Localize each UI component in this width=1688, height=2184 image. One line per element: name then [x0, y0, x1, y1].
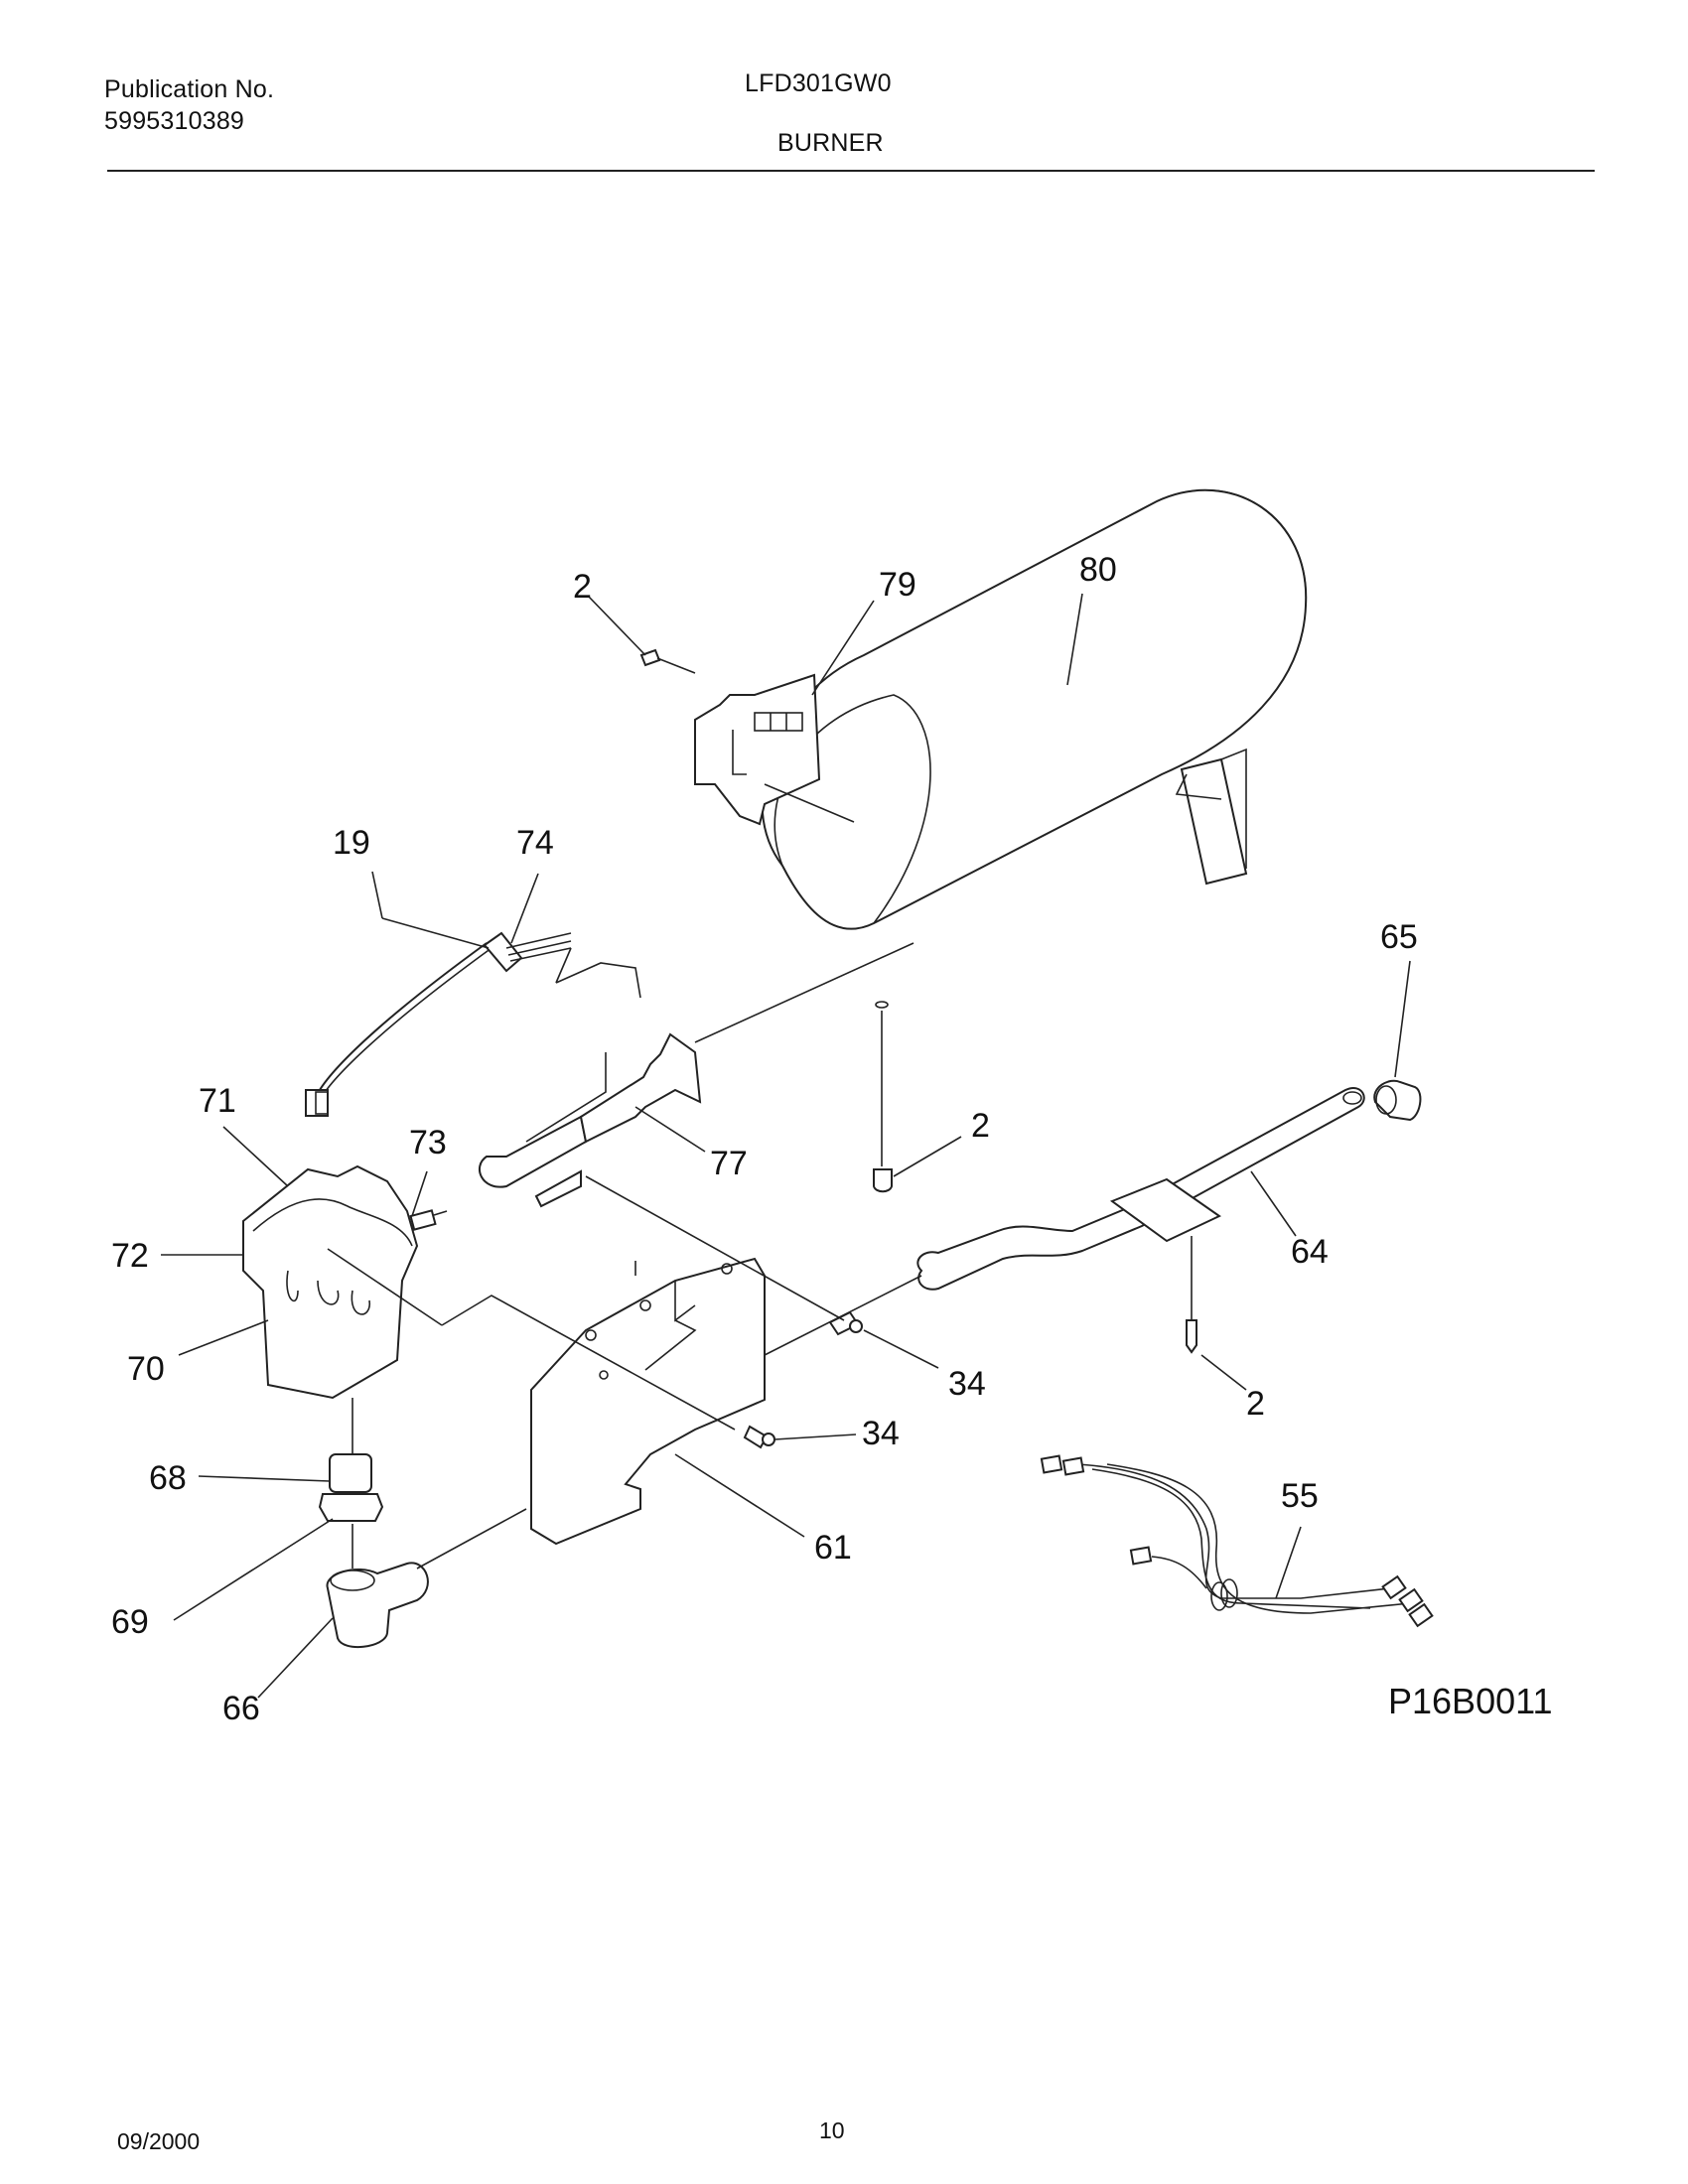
callout-labels: 2 79 80 19 74 65 71 73 77 2 72 64 70 34 …: [111, 551, 1552, 1727]
callout-74: 74: [516, 824, 554, 862]
part-55-wire-harness: [1040, 1454, 1434, 1628]
callout-69: 69: [111, 1603, 149, 1641]
callout-34-upper: 34: [948, 1365, 986, 1403]
callout-66: 66: [222, 1690, 260, 1727]
part-64-burner-tube: [916, 1087, 1365, 1291]
section-title: BURNER: [777, 129, 884, 157]
part-34-screw-lower: [743, 1425, 775, 1449]
page-number: 10: [819, 2117, 845, 2143]
callout-79: 79: [879, 566, 916, 604]
callout-72: 72: [111, 1237, 149, 1275]
part-68-fitting: [318, 1398, 384, 1569]
part-80-drum: [761, 488, 1308, 1009]
part-2-screw-tube: [1186, 1236, 1197, 1354]
part-2-screw-top: [639, 648, 696, 674]
leader-lines: [161, 593, 1411, 1699]
diagram-code: P16B0011: [1388, 1681, 1552, 1721]
part-65-cap: [1373, 1079, 1422, 1122]
assembly-guide-lines: [327, 783, 922, 1570]
part-66-elbow: [326, 1562, 429, 1649]
callout-2-drum: 2: [971, 1107, 990, 1145]
header-rule: [107, 170, 1595, 172]
callout-77: 77: [710, 1145, 748, 1182]
callout-19: 19: [333, 824, 370, 862]
model-number: LFD301GW0: [745, 69, 892, 97]
publication-label: Publication No.: [104, 75, 275, 103]
footer-date: 09/2000: [117, 2128, 201, 2154]
callout-61: 61: [814, 1529, 852, 1567]
callout-64: 64: [1291, 1233, 1329, 1271]
part-79-bracket: [694, 673, 821, 826]
callout-80: 80: [1079, 551, 1117, 589]
callout-70: 70: [127, 1350, 165, 1388]
part-77-igniter: [478, 1032, 702, 1208]
part-74-connector: [305, 931, 572, 1117]
callout-55: 55: [1281, 1477, 1319, 1515]
callout-2-top: 2: [573, 568, 592, 606]
part-61-bracket-plate: [530, 1257, 766, 1546]
callout-73: 73: [409, 1124, 447, 1161]
publication-number: 5995310389: [104, 107, 245, 135]
part-2-screw-drum: [873, 1011, 893, 1193]
callout-2-tube: 2: [1246, 1385, 1265, 1423]
part-70-gas-valve: [242, 1164, 448, 1400]
callout-71: 71: [199, 1082, 236, 1120]
callout-68: 68: [149, 1459, 187, 1497]
callout-65: 65: [1380, 918, 1418, 956]
callout-34-lower: 34: [862, 1415, 900, 1452]
